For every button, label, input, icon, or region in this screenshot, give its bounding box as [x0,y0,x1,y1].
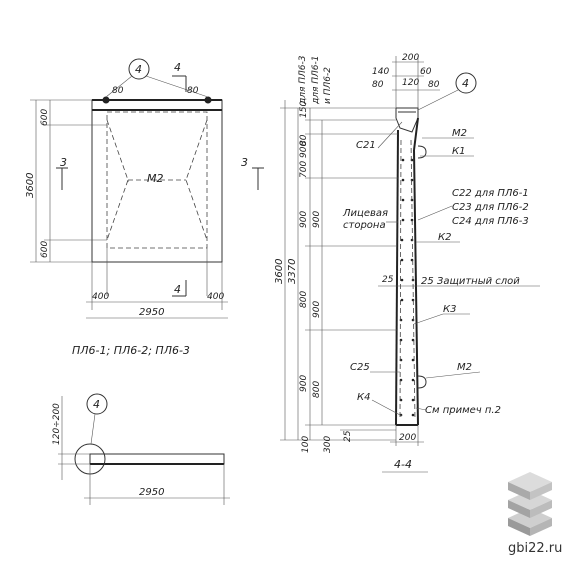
section-callout-number: 4 [462,77,469,90]
top-dim-80b: 80 [428,80,440,90]
top-dim-140: 140 [372,67,389,77]
loop-bottom [417,375,427,389]
dim-right-offset: 400 [207,292,224,302]
label-k3: К3 [443,304,456,315]
plan-dim-thickness: 120÷200 [52,403,62,445]
mesh-outline [106,111,208,249]
plan-callout-circle [86,393,108,415]
plan-outline [89,453,225,465]
bottom-dim-100: 100 [301,436,311,453]
section-right-face [413,149,419,426]
label-m2-top: М2 [452,128,467,139]
label-note: См примеч п.2 [425,405,501,416]
dim-height: 3600 [25,173,36,198]
left-dim-80: 80 [299,134,309,146]
top-dim-80: 80 [372,80,384,90]
left-dim-800: 800 [312,381,322,398]
section-mark-right: 3 [241,156,248,169]
lifting-loop-left [102,96,110,104]
total-dim-3600: 3600 [274,259,285,284]
label-m2-bottom: М2 [457,362,472,373]
dim-left-offset: 400 [92,292,109,302]
variant-note-2: для ПЛ6-1 [311,56,321,106]
label-cover: 25 Защитный слой [421,276,520,287]
left-dim-150: 150 [299,101,309,118]
label-k1: К1 [452,146,465,157]
bottom-dim-25: 25 [343,430,353,442]
label-c21: С21 [356,140,376,151]
section-mark-bottom: 4 [174,283,181,296]
lifting-loop-right [204,96,212,104]
top-dim-60: 60 [420,67,432,77]
label-c22: С22 для ПЛ6-1 [452,188,529,199]
dim-loop-left: 80 [112,86,124,96]
logo-text: gbi22.ru [508,541,562,556]
top-dim-200: 200 [402,53,419,63]
callout-number: 4 [135,63,142,76]
section-view: 200 140 80 60 120 80 4 для ПЛ6-3 для ПЛ6… [274,53,540,473]
variant-note-3: и ПЛ6-2 [323,67,333,104]
mesh-label: М2 [147,172,164,185]
plan-view: 4 120÷200 2950 [52,393,230,505]
dim-loop-right: 80 [187,86,199,96]
bottom-width: 200 [399,433,416,443]
label-c24: С24 для ПЛ6-3 [452,216,529,227]
label-c23: С23 для ПЛ6-2 [452,202,529,213]
left-dim-700: 700 [299,161,309,178]
label-c25: С25 [350,362,370,373]
section-title: 4-4 [394,458,412,471]
left-dim-900d: 900 [299,375,309,392]
left-dim-900e: 900 [299,141,309,158]
variant-note-1: для ПЛ6-3 [298,55,308,105]
site-logo: gbi22.ru [508,472,562,556]
total-dim-3370: 3370 [287,259,298,284]
label-face-2: сторона [343,220,386,231]
plan-callout-number: 4 [93,398,100,411]
bottom-dim-300: 300 [323,436,333,453]
logo-icon [508,472,552,536]
section-mark-left: 3 [60,156,67,169]
left-dim-900a: 900 [299,211,309,228]
dim-width: 2950 [139,307,164,318]
dim-top-offset: 600 [40,109,50,126]
caption: ПЛ6-1; ПЛ6-2; ПЛ6-3 [72,344,190,357]
callout-circle [128,58,150,80]
section-mark-top: 4 [174,61,181,74]
top-dim-120: 120 [402,78,419,88]
label-face-1: Лицевая [342,208,388,219]
section-left-face [395,129,399,426]
left-dim-900b: 900 [312,211,322,228]
left-dim-800b: 800 [299,291,309,308]
section-callout-circle [455,72,477,94]
plan-dim-width: 2950 [139,487,164,498]
left-dim-900c: 900 [312,301,322,318]
front-view: М2 4 80 80 4 4 3 3 3600 600 600 [25,58,264,357]
label-k2: К2 [438,232,451,243]
label-k4: К4 [357,392,370,403]
dim-cover-left: 25 [382,275,394,285]
dim-bottom-offset: 600 [40,241,50,258]
loop-top [417,145,427,159]
